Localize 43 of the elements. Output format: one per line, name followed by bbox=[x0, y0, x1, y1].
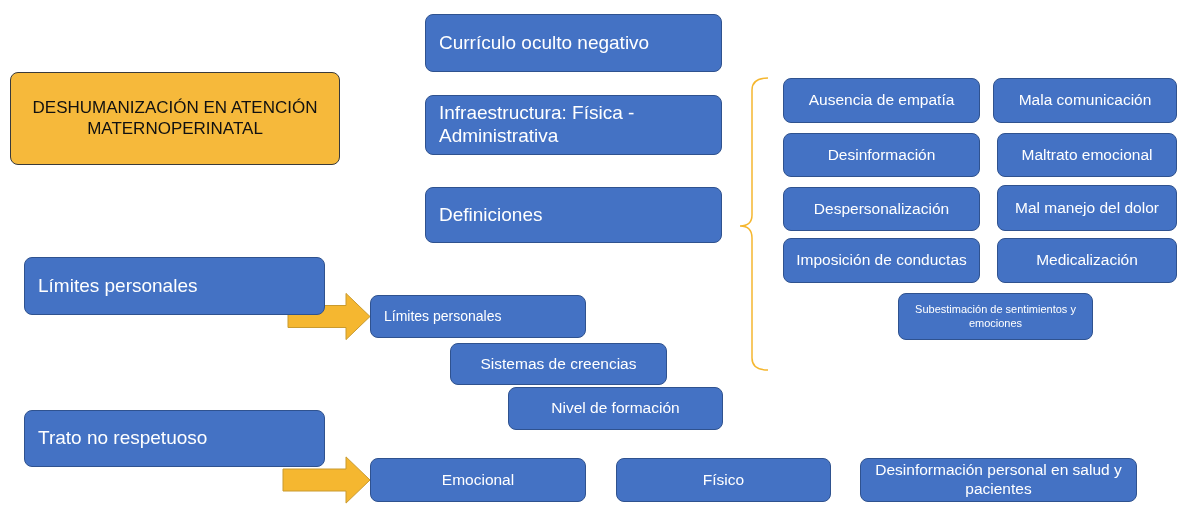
title-box bbox=[10, 72, 340, 165]
topic-box bbox=[898, 293, 1093, 340]
box-label: Ausencia de empatía bbox=[808, 91, 955, 110]
topic-box bbox=[508, 387, 723, 430]
topic-box bbox=[370, 295, 586, 338]
box-label: DESHUMANIZACIÓN EN ATENCIÓN MATERNOPERINATAL bbox=[31, 98, 319, 139]
topic-box bbox=[997, 238, 1177, 283]
box-label: Sistemas de creencias bbox=[480, 354, 637, 374]
box-label: Definiciones bbox=[439, 203, 543, 227]
box-label: Imposición de conductas bbox=[796, 251, 967, 270]
block-arrow bbox=[282, 456, 371, 504]
box-label: Desinformación personal en salud y pacientes bbox=[874, 461, 1123, 499]
topic-box bbox=[24, 410, 325, 467]
topic-box bbox=[425, 14, 722, 72]
box-label: Maltrato emocional bbox=[1021, 145, 1153, 165]
box-label: Emocional bbox=[441, 470, 515, 490]
box-label: Subestimación de sentimientos y emociones bbox=[914, 303, 1077, 330]
topic-box bbox=[783, 133, 980, 177]
topic-box bbox=[616, 458, 831, 502]
topic-box bbox=[425, 95, 722, 155]
box-label: Medicalización bbox=[1036, 251, 1138, 270]
topic-box bbox=[783, 187, 980, 231]
topic-box bbox=[993, 78, 1177, 123]
box-label: Infraestructura: Física - Administrativa bbox=[439, 102, 636, 148]
topic-box bbox=[24, 257, 325, 315]
topic-box bbox=[425, 187, 722, 243]
box-label: Límites personales bbox=[384, 308, 502, 325]
box-label: Mala comunicación bbox=[1018, 91, 1152, 110]
topic-box bbox=[860, 458, 1137, 502]
topic-box bbox=[783, 78, 980, 123]
box-label: Currículo oculto negativo bbox=[439, 31, 650, 55]
topic-box bbox=[450, 343, 667, 385]
topic-box bbox=[997, 133, 1177, 177]
box-label: Mal manejo del dolor bbox=[1015, 198, 1159, 218]
box-label: Despersonalización bbox=[813, 199, 950, 219]
topic-box bbox=[997, 185, 1177, 231]
box-label: Límites personales bbox=[38, 274, 198, 298]
box-label: Desinformación bbox=[827, 145, 936, 165]
topic-box bbox=[783, 238, 980, 283]
box-label: Trato no respetuoso bbox=[38, 427, 208, 450]
topic-box bbox=[370, 458, 586, 502]
box-label: Nivel de formación bbox=[551, 399, 680, 418]
box-label: Físico bbox=[702, 470, 745, 490]
